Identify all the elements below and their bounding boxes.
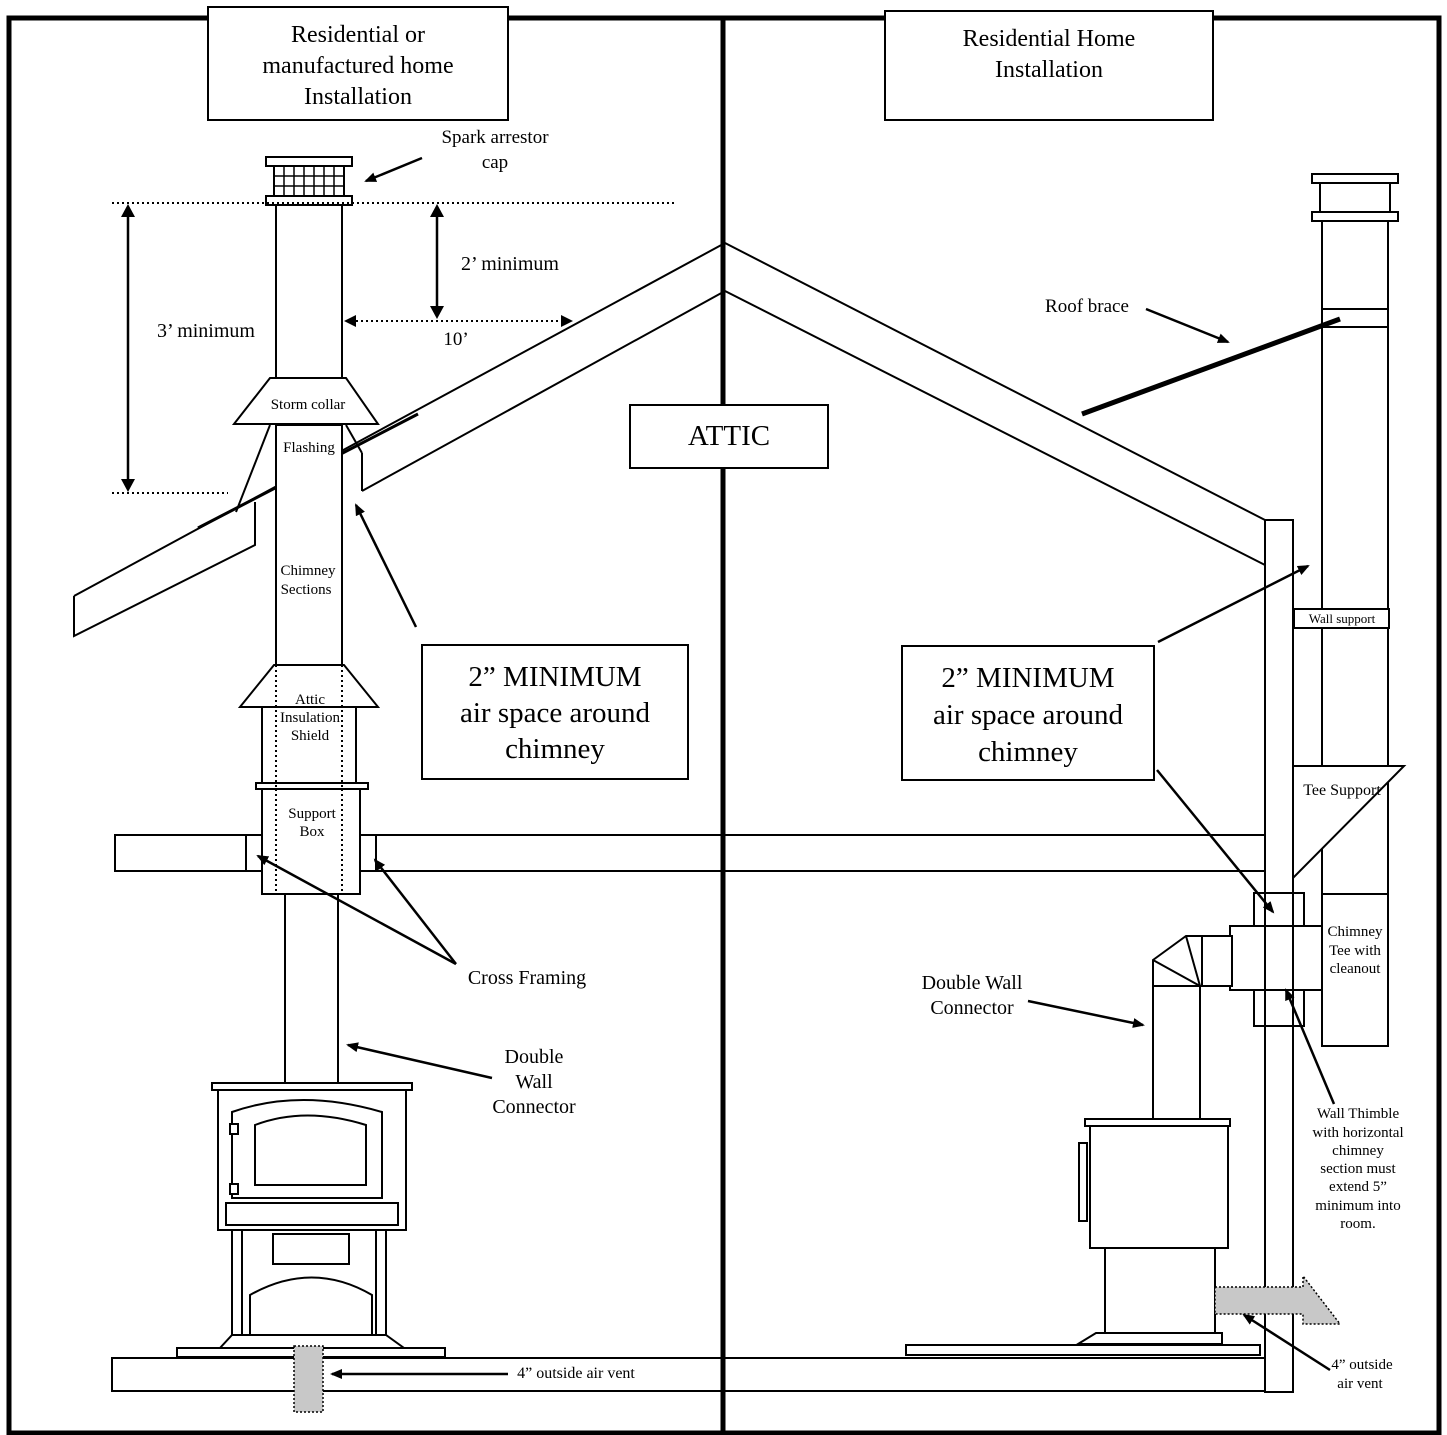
storm-collar: Storm collar xyxy=(231,377,380,425)
support-box: Support Box xyxy=(261,788,361,895)
chimney-sections-line-2: Sections xyxy=(281,582,332,598)
flashing: Flashing xyxy=(235,424,363,513)
right-wood-stove xyxy=(905,1118,1261,1356)
left-dwc-line-2: Wall xyxy=(515,1071,553,1093)
right-air-space-line-1: 2” MINIMUM xyxy=(941,662,1114,694)
right-outside-air-line-1: 4” outside xyxy=(1331,1357,1393,1373)
right-title-line-1: Residential Home xyxy=(963,26,1136,52)
wall-thimble-label: Wall Thimble with horizontal chimney sec… xyxy=(1284,988,1404,1232)
left-dwc-line-1: Double xyxy=(505,1046,564,1068)
right-title-line-2: Installation xyxy=(995,57,1103,83)
frame xyxy=(6,15,1442,1435)
tee-support: Tee Support xyxy=(1292,765,1407,881)
right-double-wall-connector-label: Double Wall Connector xyxy=(922,972,1145,1028)
left-air-space-line-2: air space around xyxy=(460,697,651,729)
chimney-tee-line-1: Chimney xyxy=(1328,924,1383,940)
storm-collar-label: Storm collar xyxy=(271,397,346,413)
right-air-space-line-2: air space around xyxy=(933,699,1124,731)
left-title-line-2: manufactured home xyxy=(262,53,453,79)
roof-brace-label: Roof brace xyxy=(1045,296,1129,317)
right-title-box: Residential Home Installation xyxy=(884,10,1214,121)
spark-arrestor-line-2: cap xyxy=(482,152,508,173)
attic-insulation-line-2: Insulation xyxy=(280,710,340,726)
right-air-space-line-3: chimney xyxy=(978,736,1078,768)
attic-insulation-shield: Attic Insulation Shield xyxy=(237,664,381,895)
right-air-space-callout: 2” MINIMUM air space around chimney xyxy=(901,564,1310,914)
spark-arrestor-label: Spark arrestor cap xyxy=(364,127,549,183)
cross-framing-text: Cross Framing xyxy=(468,967,586,989)
left-outside-air-vent-text: 4” outside air vent xyxy=(517,1365,635,1382)
left-title-line-1: Residential or xyxy=(291,22,425,48)
left-air-space-callout: 2” MINIMUM air space around chimney xyxy=(354,503,689,780)
right-outside-air-vent xyxy=(1214,1273,1342,1325)
wall-thimble-line-3: chimney xyxy=(1332,1143,1384,1159)
wall-thimble-line-6: minimum into xyxy=(1315,1198,1400,1214)
wall-thimble-line-2: with horizontal xyxy=(1312,1125,1403,1141)
right-connector-pipe xyxy=(1152,935,1233,1121)
two-foot-min-label: 2’ minimum xyxy=(461,253,559,275)
cross-framing-label: Cross Framing xyxy=(256,854,586,989)
left-title-box: Residential or manufactured home Install… xyxy=(207,6,509,121)
ten-foot-label: 10’ xyxy=(443,329,468,350)
support-box-line-2: Box xyxy=(299,824,325,840)
left-double-wall-connector-label: Double Wall Connector xyxy=(346,1042,576,1118)
chimney-sections-line-1: Chimney xyxy=(281,563,336,579)
attic-label-box: ATTIC xyxy=(629,404,829,469)
chimney-tee-line-2: Tee with xyxy=(1329,943,1381,959)
wall-thimble xyxy=(1229,892,1323,1027)
left-connector-pipe xyxy=(284,893,339,1085)
right-outside-air-vent-label: 4” outside air vent xyxy=(1242,1313,1393,1392)
wall-support-label: Wall support xyxy=(1309,611,1376,626)
chimney-sections: Chimney Sections xyxy=(281,563,336,598)
right-dwc-line-2: Connector xyxy=(930,997,1014,1019)
right-outside-air-line-2: air vent xyxy=(1337,1376,1383,1392)
wall-thimble-line-5: extend 5” xyxy=(1329,1179,1387,1195)
right-dwc-line-1: Double Wall xyxy=(922,972,1023,994)
spark-arrestor-cap xyxy=(265,156,353,206)
chimney-tee: Chimney Tee with cleanout xyxy=(1321,893,1389,1047)
chimney-tee-line-3: cleanout xyxy=(1330,961,1382,977)
left-floor xyxy=(111,1345,1266,1413)
clearance-dimensions: 3’ minimum 2’ minimum 10’ xyxy=(112,202,675,494)
spark-arrestor-line-1: Spark arrestor xyxy=(441,127,549,148)
tee-support-label: Tee Support xyxy=(1303,782,1381,799)
support-box-line-1: Support xyxy=(288,806,336,822)
wall-thimble-line-4: section must xyxy=(1320,1161,1396,1177)
attic-insulation-line-3: Shield xyxy=(291,728,330,744)
left-title-line-3: Installation xyxy=(304,84,412,110)
wall-support: Wall support xyxy=(1293,608,1390,629)
attic-label: ATTIC xyxy=(688,420,770,452)
wall-thimble-line-7: room. xyxy=(1340,1216,1375,1232)
left-air-space-line-3: chimney xyxy=(505,733,605,765)
chimney-pipe xyxy=(275,204,343,666)
left-wood-stove xyxy=(211,1082,413,1349)
roof-brace: Roof brace xyxy=(1045,296,1341,417)
attic-insulation-line-1: Attic xyxy=(295,692,325,708)
left-air-space-line-1: 2” MINIMUM xyxy=(468,661,641,693)
wall-thimble-line-1: Wall Thimble xyxy=(1317,1106,1400,1122)
three-foot-min-label: 3’ minimum xyxy=(157,320,255,342)
left-dwc-line-3: Connector xyxy=(492,1096,576,1118)
left-outside-air-vent-label: 4” outside air vent xyxy=(330,1365,635,1382)
flashing-label: Flashing xyxy=(283,440,335,456)
